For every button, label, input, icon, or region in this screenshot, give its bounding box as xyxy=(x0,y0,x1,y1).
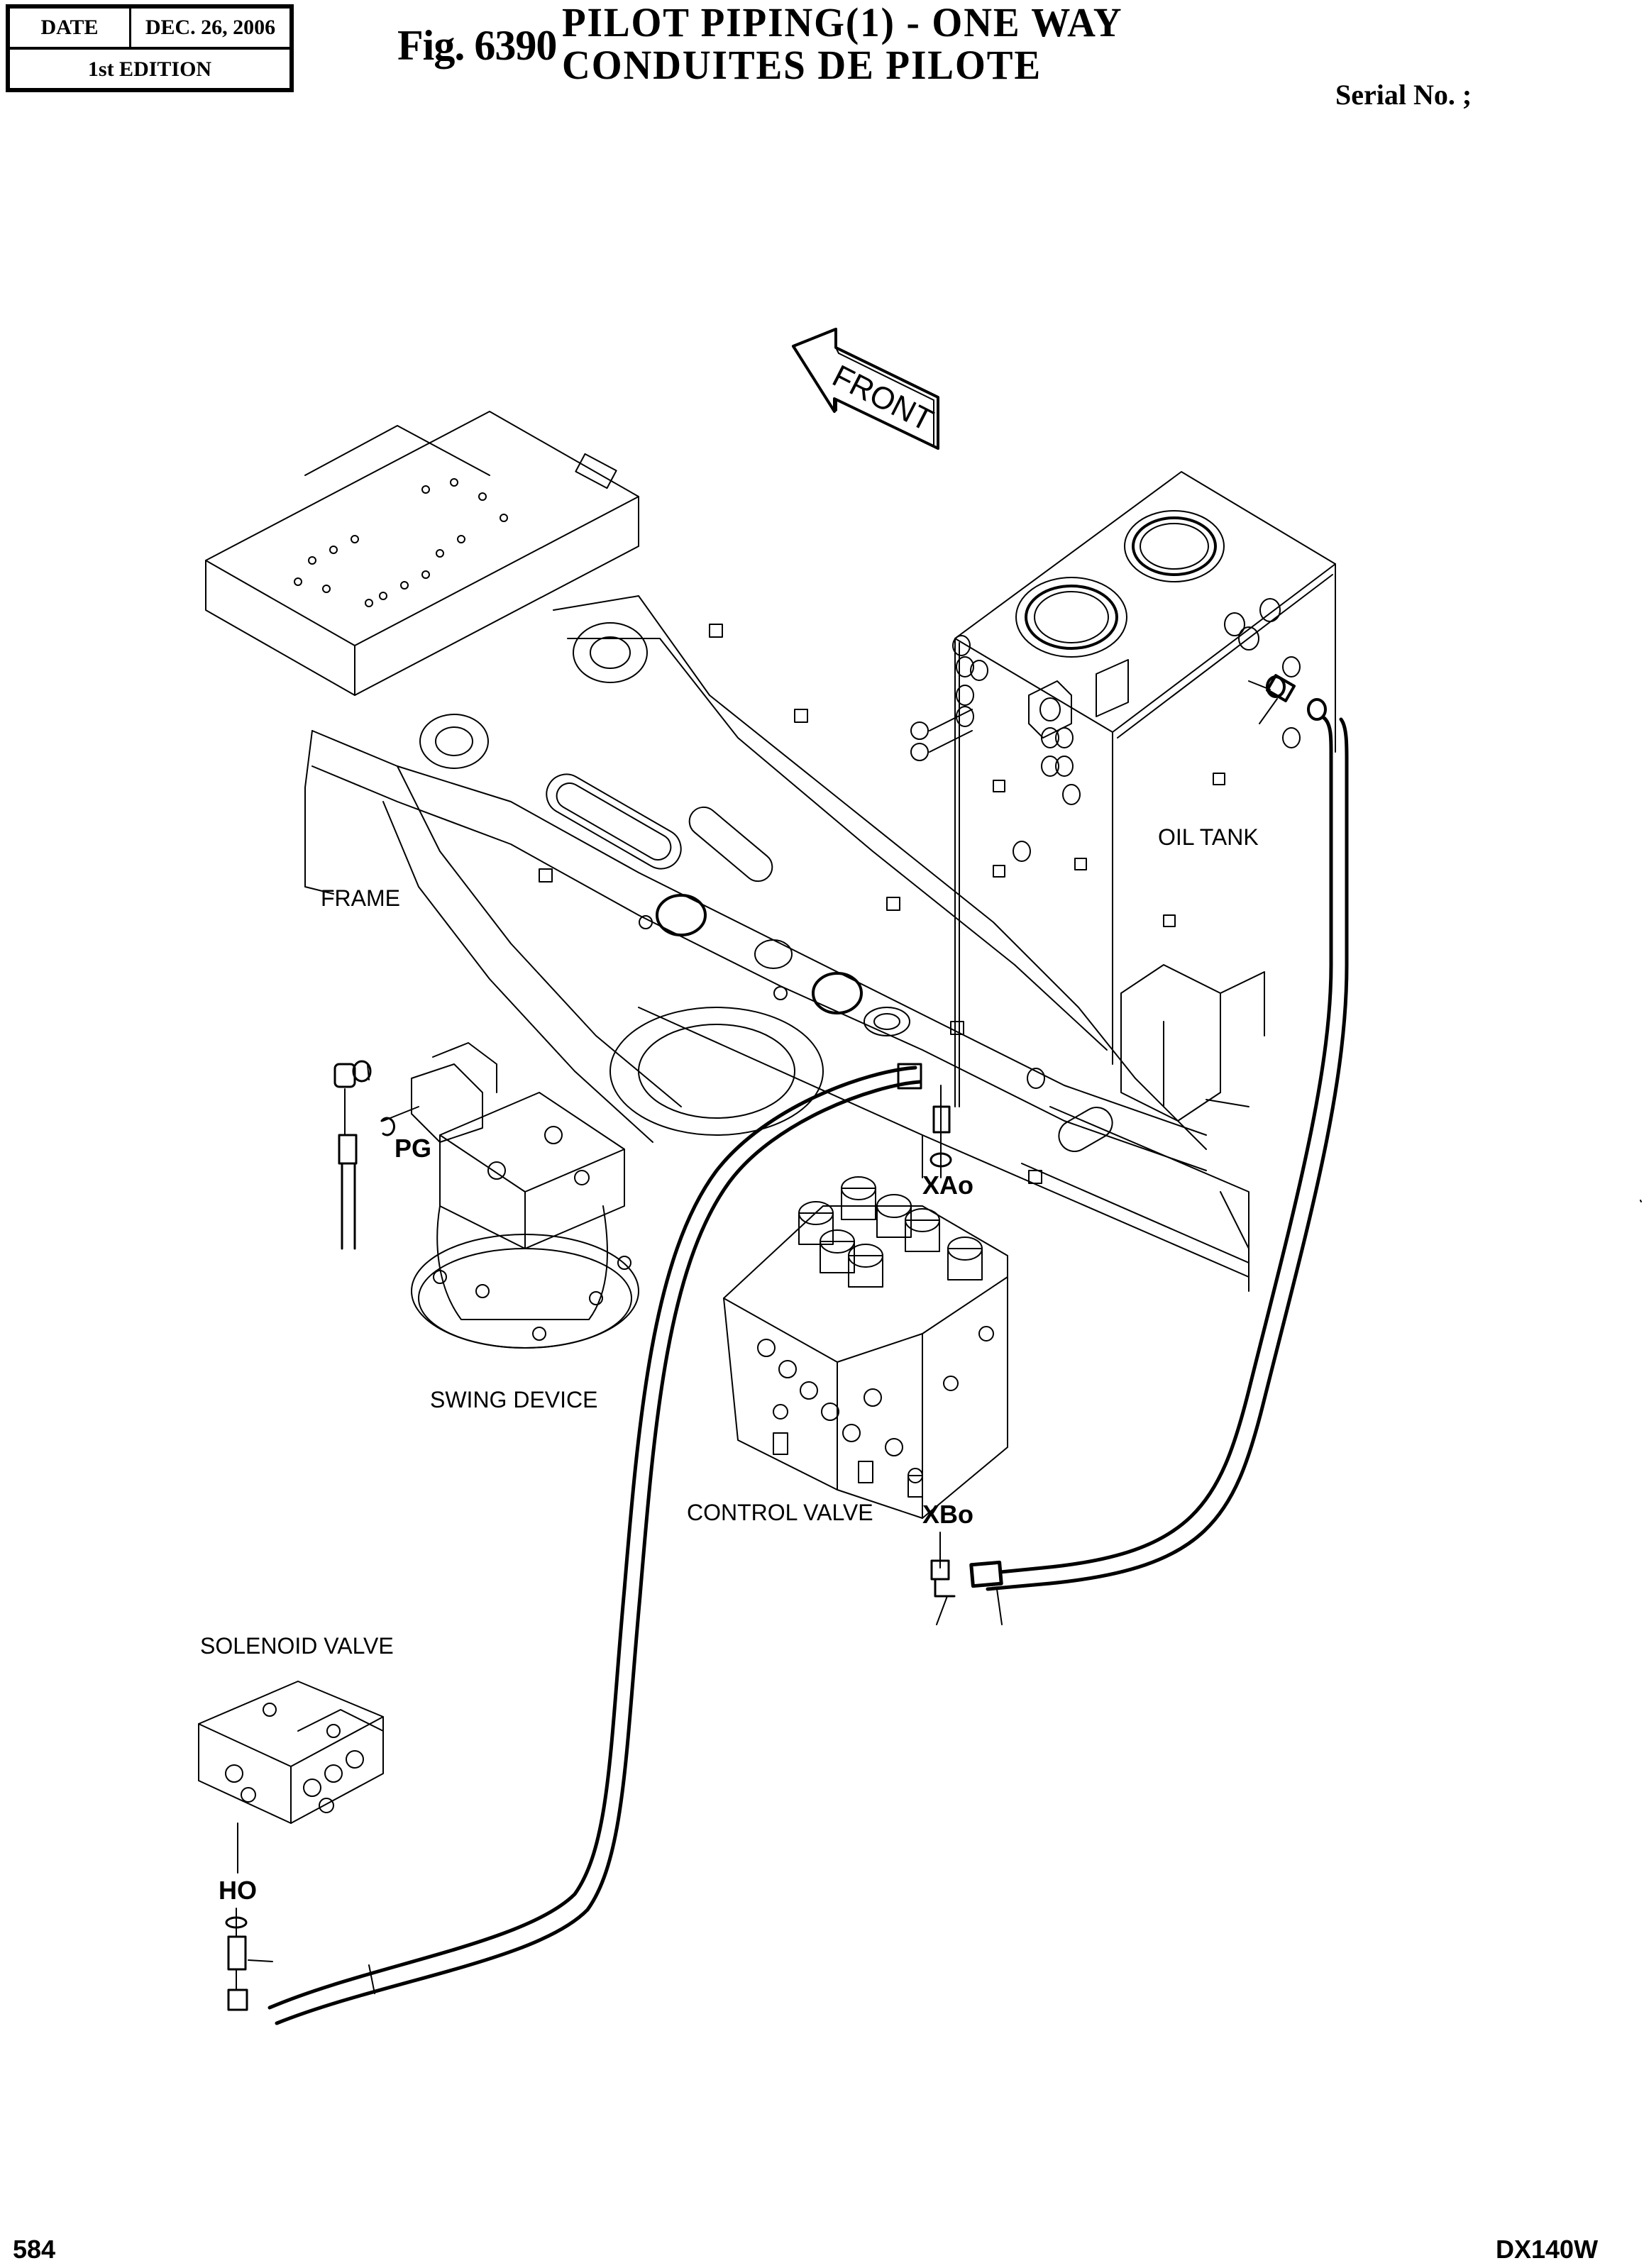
label-oil-tank: OIL TANK xyxy=(1158,824,1259,850)
control-valve xyxy=(724,1177,1008,1518)
ho-fitting xyxy=(226,1908,375,2010)
label-solenoid-valve: SOLENOID VALVE xyxy=(200,1633,394,1659)
xao-fitting xyxy=(898,1064,951,1178)
page-number: 584 xyxy=(13,2235,56,2264)
xbo-fitting xyxy=(932,1532,1002,1625)
date-row: DATE DEC. 26, 2006 xyxy=(10,9,289,50)
port-label-xbo: XBo xyxy=(922,1500,973,1529)
page-title: PILOT PIPING(1) - ONE WAY CONDUITES DE P… xyxy=(562,1,1122,87)
port-label-ho: HO xyxy=(219,1876,257,1905)
title-english: PILOT PIPING(1) - ONE WAY xyxy=(562,0,1123,45)
figure-number: Fig. 6390 xyxy=(397,22,557,69)
model-name: DX140W xyxy=(1496,2235,1599,2264)
port-label-pg: PG xyxy=(395,1134,432,1163)
label-swing-device: SWING DEVICE xyxy=(430,1387,598,1412)
edition-label: 1st EDITION xyxy=(87,57,212,81)
frame-structure xyxy=(206,411,1249,1291)
port-label-xao: XAo xyxy=(922,1171,973,1200)
date-label: DATE xyxy=(10,9,131,47)
title-french: CONDUITES DE PILOTE xyxy=(562,42,1042,88)
serial-number-label: Serial No. ; xyxy=(1335,79,1472,111)
date-value: DEC. 26, 2006 xyxy=(145,16,276,39)
pilot-hose-xao-to-ho xyxy=(270,1068,920,2023)
swing-device xyxy=(335,1043,639,1348)
date-edition-box: DATE DEC. 26, 2006 1st EDITION xyxy=(6,4,294,92)
front-arrow-icon xyxy=(793,329,938,448)
solenoid-valve xyxy=(199,1681,383,1873)
oil-tank xyxy=(953,472,1335,1121)
label-frame: FRAME xyxy=(321,885,400,911)
pilot-hose-tank-to-xbo xyxy=(971,718,1347,1589)
label-control-valve: CONTROL VALVE xyxy=(687,1500,873,1525)
